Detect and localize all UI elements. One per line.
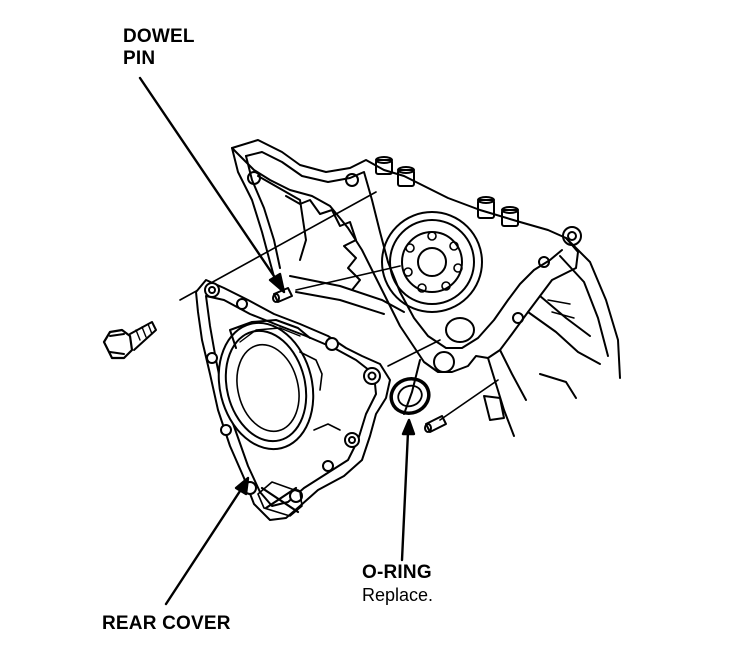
dowel-pin-label-line2: PIN: [123, 48, 156, 69]
o-ring-label-note: Replace.: [362, 585, 434, 605]
block-left-edge: [231, 147, 277, 285]
dowel-pin-arrowhead: [268, 272, 286, 294]
o-ring-leader: [400, 430, 410, 562]
block-break-edge: [285, 195, 361, 291]
rear-cover: [195, 279, 391, 521]
rear-cover-label: REAR COVER: [102, 613, 231, 634]
alignment-lines: [179, 191, 499, 421]
o-ring-label: O-RING Replace.: [362, 562, 433, 606]
dowel-pin-lower: [424, 415, 447, 433]
rear-cover-leader: [164, 486, 244, 606]
crank-bolt-holes: [403, 231, 463, 293]
dowel-pin-label: DOWEL PIN: [123, 26, 195, 70]
o-ring-arrowhead: [401, 418, 416, 436]
dowel-pin-label-line1: DOWEL: [123, 26, 195, 47]
block-gasket-flange: [231, 139, 579, 373]
top-bolts-left: [375, 156, 415, 187]
o-ring: [389, 377, 431, 415]
dowel-pin-leader: [138, 76, 280, 284]
leader-arrows: [138, 76, 416, 606]
o-ring-label-title: O-RING: [362, 562, 432, 583]
top-bolts-right: [477, 196, 519, 227]
flange-bolt: [102, 321, 157, 360]
rear-cover-arrowhead: [234, 476, 250, 496]
engine-block: [231, 139, 621, 437]
